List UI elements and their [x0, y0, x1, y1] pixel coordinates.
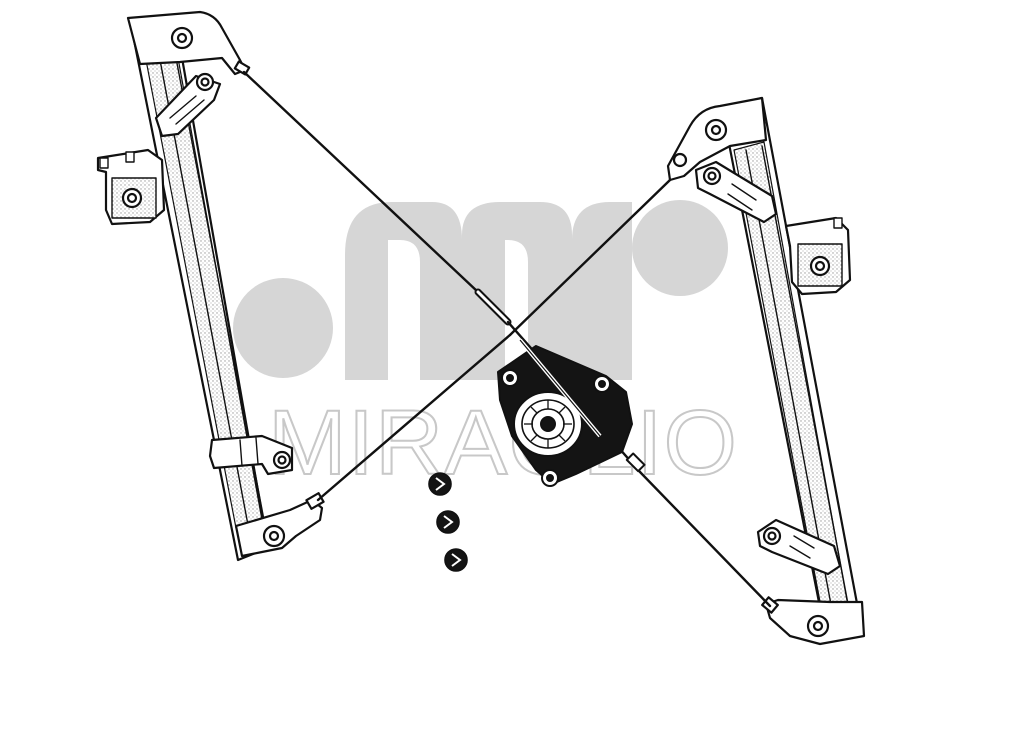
mounting-screws	[428, 472, 468, 572]
cable-top-right-to-bottom-left	[508, 178, 672, 337]
screw-1	[428, 472, 452, 496]
cable-drum	[513, 391, 583, 457]
motor-drum-housing	[497, 338, 646, 487]
screw-3	[444, 548, 468, 572]
left-door-clip	[96, 148, 166, 226]
brand-watermark: MIRAGLIO	[233, 200, 738, 495]
left-upper-slider	[154, 72, 222, 138]
right-upper-slider	[694, 160, 778, 224]
left-lower-slider	[208, 434, 294, 476]
right-lower-slider	[756, 518, 842, 576]
right-door-clip	[784, 216, 852, 296]
left-guide-rail	[96, 10, 325, 562]
cable-top-left-to-bottom-right	[242, 70, 480, 294]
screw-2	[436, 510, 460, 534]
drive-cables	[242, 70, 772, 608]
right-guide-rail	[666, 96, 866, 646]
brand-logo-mark	[233, 200, 728, 380]
